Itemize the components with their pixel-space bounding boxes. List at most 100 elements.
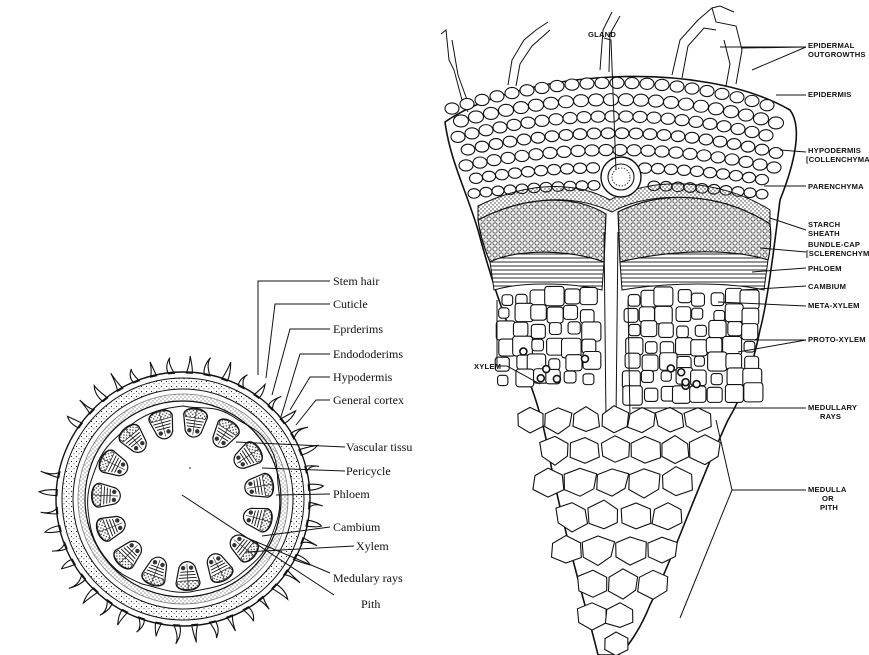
cortex-cell [715,88,729,99]
pith-cell [621,503,651,529]
dicot-stem-diagram: Stem hair Cuticle Eprderims Endododerims… [39,274,412,644]
pith-cell [533,468,564,497]
cortex-cell [675,115,689,126]
cortex-cell [465,128,479,139]
cortex-cell [744,188,756,198]
stem-hair [39,490,57,496]
pith-cell [616,537,647,565]
pith-cell [662,436,689,464]
xylem-vessel [695,325,706,336]
cortex-cell [587,128,601,139]
cortex-cell [605,111,619,122]
cortex-cell [641,145,655,156]
cortex-cell [704,167,717,177]
pith-cell [628,408,656,433]
cortex-cell [514,102,529,114]
xylem-vessel [744,383,763,402]
cortex-cell [665,164,678,174]
stem-hair [100,600,112,616]
cortex-cell [652,163,665,173]
xylem-vessel [711,374,722,385]
cortex-cell [643,129,657,140]
cortex-cell [604,94,619,106]
gland [601,157,641,197]
cortex-cell [599,144,613,155]
pith-cell [577,603,606,630]
label-epidermis: EPIDERMIS [808,90,852,99]
cortex-cell [531,132,545,143]
cortex-cell [585,145,599,156]
label-stem-hair: Stem hair [333,274,379,288]
cortex-cell [760,100,774,111]
cortex-cell [468,189,480,199]
cortex-cell [475,141,489,152]
xylem-vessel [582,322,601,341]
xylem-vessel [532,339,544,351]
label-outgrowths: OUTGROWTHS [808,50,866,59]
cortex-cell [543,147,557,158]
xylem-vessel [498,375,508,385]
protoxylem-vessel [667,365,674,372]
cortex-cell [571,145,585,156]
cortex-cell [691,166,704,176]
cortex-cell [557,146,571,157]
cortex-cell [713,136,727,147]
pith-cells [518,406,720,655]
xylem-vessel [642,355,658,371]
label-pith: PITH [820,503,838,512]
pith-cell [648,537,677,563]
pith-cell [655,407,683,432]
cortex-cell [627,145,641,156]
stem-hair [258,596,269,609]
cortex-cell [703,118,717,129]
cortex-cell [529,149,543,160]
xylem-right [622,287,763,405]
cortex-cell [591,111,605,122]
cortex-cell [769,147,783,158]
cortex-cell [574,95,589,107]
stem-hair [174,625,181,644]
xylem-vessel [623,386,642,405]
xylem-vessel [564,371,576,383]
xylem-vessel [568,322,580,334]
label-starch: STARCH [808,220,840,229]
pith-dot [189,467,191,469]
xylem-vessel [645,342,657,354]
pith-cell [570,438,599,464]
cortex-cell [483,171,496,181]
pith-cell [518,407,543,433]
cortex-cell [521,117,535,128]
xylem-vessel [565,289,580,304]
label-pericycle: Pericycle [346,464,391,478]
xylem-vessel [690,386,706,402]
cortex-cell [647,112,661,123]
cortex-cell [499,104,514,116]
stem-hair [308,484,323,490]
cortex-cell [649,95,664,107]
cortex-cell [619,111,633,122]
xylem-vessel [580,310,594,324]
cortex-cell [484,107,499,119]
cortex-cell [550,80,564,91]
xylem-vessel [655,306,673,324]
cortex-cell [595,77,609,88]
label-cambium: Cambium [333,520,381,534]
cortex-cell [711,152,725,163]
xylem-vessel [707,387,722,402]
label-medullary: MEDULLARY [808,403,857,412]
cortex-cell [503,136,517,147]
cortex-cell [445,103,459,114]
pith-cell [605,603,632,628]
cortex-cell [731,123,745,134]
cortex-cell [767,162,781,173]
protoxylem-vessel [520,348,527,355]
cortex-cell [679,98,694,110]
xylem-vessel [625,353,640,368]
cortex-cell [588,181,600,191]
label-phloem: PHLOEM [808,264,842,273]
cortex-cell [697,150,711,161]
cortex-cell [496,169,509,179]
cortex-cell [753,159,767,170]
pith-cell [573,407,600,432]
